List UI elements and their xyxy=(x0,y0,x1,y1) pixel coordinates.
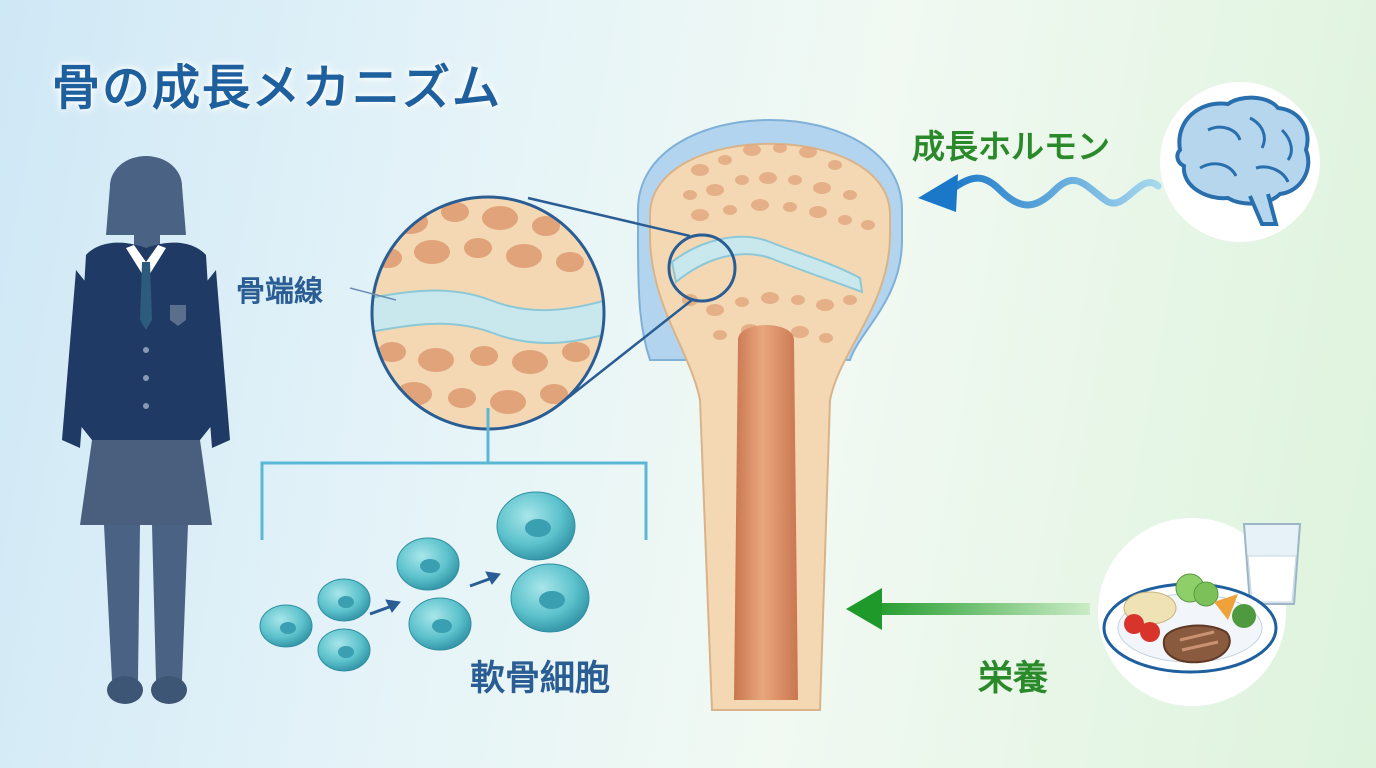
chondrocyte-cells xyxy=(259,491,590,672)
chondrocyte-bracket xyxy=(260,408,648,540)
meal-icon-circle xyxy=(1098,518,1302,706)
bone-cross-section xyxy=(637,119,903,711)
nutrition-arrow xyxy=(846,588,1090,630)
student-silhouette xyxy=(62,156,230,704)
zoom-line-bottom xyxy=(559,299,693,405)
chondrocyte-label: 軟骨細胞 xyxy=(470,659,611,699)
brain-icon-circle xyxy=(1160,82,1320,242)
cell xyxy=(396,537,460,591)
cell xyxy=(510,563,590,633)
growth-hormone-label: 成長ホルモン xyxy=(912,127,1110,166)
cell xyxy=(408,597,472,651)
growth-plate-pointer xyxy=(349,287,397,301)
cell-arrow xyxy=(369,571,501,616)
cell xyxy=(317,628,371,672)
cell xyxy=(317,578,371,622)
zoom-line-top xyxy=(527,196,691,238)
page-title: 骨の成長メカニズム xyxy=(52,60,503,116)
cell xyxy=(259,604,313,648)
cell xyxy=(496,491,576,561)
hormone-arrow xyxy=(918,174,1162,212)
milk-glass-icon xyxy=(1242,523,1302,605)
growth-plate-label: 骨端線 xyxy=(236,274,324,308)
magnified-growth-plate xyxy=(370,195,606,431)
nutrition-label: 栄養 xyxy=(978,659,1049,699)
